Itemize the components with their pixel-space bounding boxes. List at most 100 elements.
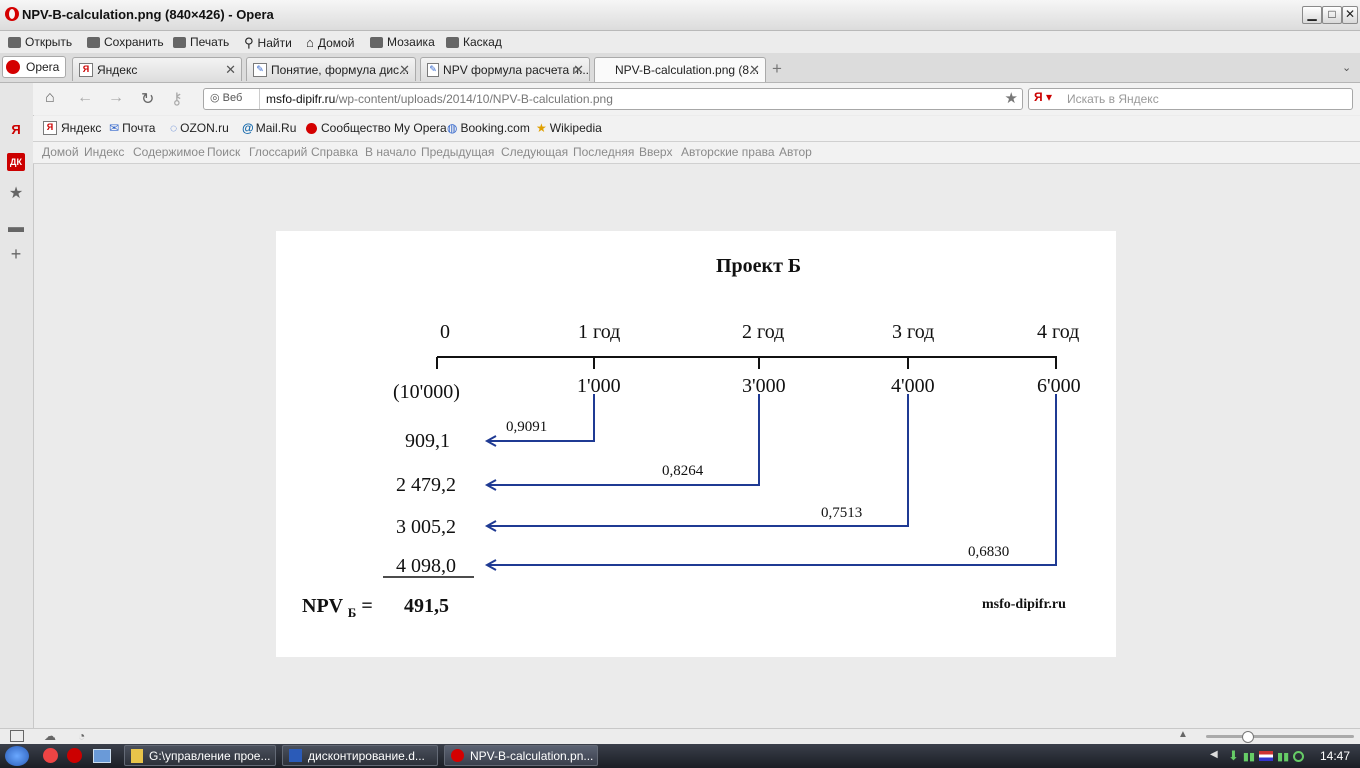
npv-calculation-image: Проект Б 0 1 год 2 год 3 год 4 год (10'0…	[276, 231, 1116, 657]
nav-contents[interactable]: Содержимое	[133, 145, 205, 159]
nav-help[interactable]: Справка	[311, 145, 359, 159]
nav-next[interactable]: Следующая	[501, 145, 569, 159]
tile-button[interactable]: Мозаика	[370, 35, 435, 49]
language-flag-icon[interactable]	[1259, 751, 1274, 761]
back-icon[interactable]: ←	[77, 89, 93, 106]
cascade-button[interactable]: Каскад	[446, 35, 502, 49]
tab-close-icon[interactable]: ✕	[225, 62, 236, 77]
tab-close-icon[interactable]: ✕	[573, 62, 584, 77]
opera-menu-button[interactable]: Opera	[2, 56, 66, 78]
yandex-panel-icon[interactable]: Я	[11, 122, 21, 137]
view-up-icon[interactable]: ▲	[1178, 729, 1188, 740]
status-circle-icon[interactable]	[1293, 750, 1305, 762]
nav-previous[interactable]: Предыдущая	[421, 145, 495, 159]
open-button[interactable]: Открыть	[8, 35, 72, 49]
save-button[interactable]: Сохранить	[87, 35, 164, 49]
tab-close-icon[interactable]: ✕	[749, 62, 760, 77]
close-button[interactable]: ✕	[1342, 6, 1358, 24]
show-desktop-icon[interactable]	[93, 749, 111, 763]
watermark: msfo-dipifr.ru	[982, 597, 1066, 612]
npv-label: NPV Б =	[302, 595, 373, 620]
discount-factor: 0,7513	[821, 505, 863, 521]
address-toolbar: ⌂ ← → ↻ ⚷ ◎ Веб msfo-dipifr.ru/wp-conten…	[33, 83, 1360, 115]
new-tab-button[interactable]: +	[772, 59, 782, 78]
word-icon	[289, 749, 302, 762]
printer-icon	[173, 36, 186, 48]
timeline-axis	[436, 356, 1057, 369]
bookmark-booking[interactable]: ◍Booking.com	[447, 121, 530, 135]
bookmark-mail[interactable]: ✉Почта	[109, 121, 156, 135]
cashflow-value: 4'000	[891, 375, 935, 397]
forward-icon[interactable]: →	[108, 89, 124, 106]
timeline-diagram	[383, 356, 1057, 578]
taskbar-item-opera[interactable]: NPV-B-calculation.pn...	[444, 745, 598, 766]
key-icon[interactable]: ⚷	[171, 91, 183, 108]
tab-npv-formula[interactable]: ✎ NPV формула расчета п... ✕	[420, 57, 590, 81]
tab-list-chevron-icon[interactable]: ⌄	[1342, 62, 1352, 74]
side-panel: Я ДК ★ ▬ +	[0, 83, 34, 728]
nav-glossary[interactable]: Глоссарий	[249, 145, 308, 159]
taskbar-item-explorer[interactable]: G:\управление прое...	[124, 745, 276, 766]
dk-panel-icon[interactable]: ДК	[7, 153, 25, 171]
print-button[interactable]: Печать	[173, 35, 229, 49]
find-button[interactable]: ⚲Найти	[244, 35, 292, 50]
mail-icon: ✉	[109, 121, 120, 135]
unite-icon[interactable]: ☁	[44, 729, 56, 743]
yandex-icon: Я	[79, 62, 93, 77]
download-icon[interactable]: ⬇	[1228, 748, 1239, 763]
taskbar: G:\управление прое... дисконтирование.d.…	[0, 744, 1360, 768]
bookmark-mailru[interactable]: @Mail.Ru	[242, 121, 297, 135]
minimize-button[interactable]: ▁	[1302, 6, 1322, 24]
at-icon: @	[242, 121, 254, 135]
quicklaunch-browser-icon[interactable]	[43, 748, 58, 763]
discount-arrow-line	[488, 394, 595, 442]
turbo-icon[interactable]: ◔	[78, 729, 86, 743]
bookmark-wikipedia[interactable]: ★Wikipedia	[536, 121, 602, 135]
maximize-button[interactable]: □	[1322, 6, 1342, 24]
taskbar-item-word[interactable]: дисконтирование.d...	[282, 745, 438, 766]
arrowhead	[484, 435, 497, 447]
bookmark-star-icon[interactable]: ★	[1004, 90, 1018, 107]
folder-icon	[131, 748, 143, 763]
nav-up[interactable]: Вверх	[639, 145, 673, 159]
nav-copyright[interactable]: Авторские права	[681, 145, 775, 159]
nav-home[interactable]: Домой	[42, 145, 79, 159]
notes-panel-icon[interactable]: ▬	[8, 219, 24, 236]
nav-last[interactable]: Последняя	[573, 145, 635, 159]
zoom-slider[interactable]	[1206, 735, 1354, 738]
yandex-search-icon[interactable]: Я ▾	[1034, 90, 1052, 104]
nav-author[interactable]: Автор	[779, 145, 812, 159]
tab-close-icon[interactable]: ✕	[399, 62, 410, 77]
opera-icon	[451, 749, 464, 762]
nav-first[interactable]: В начало	[365, 145, 417, 159]
zoom-slider-handle[interactable]	[1242, 731, 1254, 743]
tab-npv-concept[interactable]: ✎ Понятие, формула дис... ✕	[246, 57, 416, 81]
tab-yandex[interactable]: Я Яндекс ✕	[72, 57, 242, 81]
year-label: 0	[440, 321, 450, 343]
discount-arrow-line	[488, 394, 909, 527]
bookmark-ozon[interactable]: ◌OZON.ru	[170, 121, 229, 135]
tab-npv-b-image[interactable]: NPV-B-calculation.png (8... ✕	[594, 57, 766, 82]
nav-search[interactable]: Поиск	[207, 145, 241, 159]
tray-expand-icon[interactable]: ◀	[1210, 749, 1218, 760]
quicklaunch-opera-icon[interactable]	[67, 748, 82, 763]
add-panel-icon[interactable]: +	[10, 244, 22, 264]
arrowhead	[484, 479, 497, 491]
address-field[interactable]: ◎ Веб msfo-dipifr.ru/wp-content/uploads/…	[203, 88, 1023, 110]
search-field[interactable]: Я ▾ Искать в Яндекс	[1028, 88, 1353, 110]
window-title: NPV-B-calculation.png (840×426) - Opera	[22, 7, 274, 22]
start-button[interactable]	[5, 746, 29, 766]
bookmark-my-opera[interactable]: Сообщество My Opera	[306, 121, 447, 135]
network-icon[interactable]: ▮▮	[1277, 750, 1290, 763]
tile-icon	[370, 36, 383, 48]
address-divider	[259, 89, 260, 109]
home-icon[interactable]: ⌂	[45, 89, 55, 106]
reload-icon[interactable]: ↻	[141, 91, 155, 108]
signal-icon[interactable]: ▮▮	[1242, 750, 1256, 763]
star-panel-icon[interactable]: ★	[8, 185, 24, 202]
tab-bar: Opera Я Яндекс ✕ ✎ Понятие, формула дис.…	[0, 53, 1360, 83]
home-button[interactable]: ⌂Домой	[306, 35, 355, 50]
panel-toggle-icon[interactable]	[10, 730, 24, 742]
nav-index[interactable]: Индекс	[84, 145, 125, 159]
